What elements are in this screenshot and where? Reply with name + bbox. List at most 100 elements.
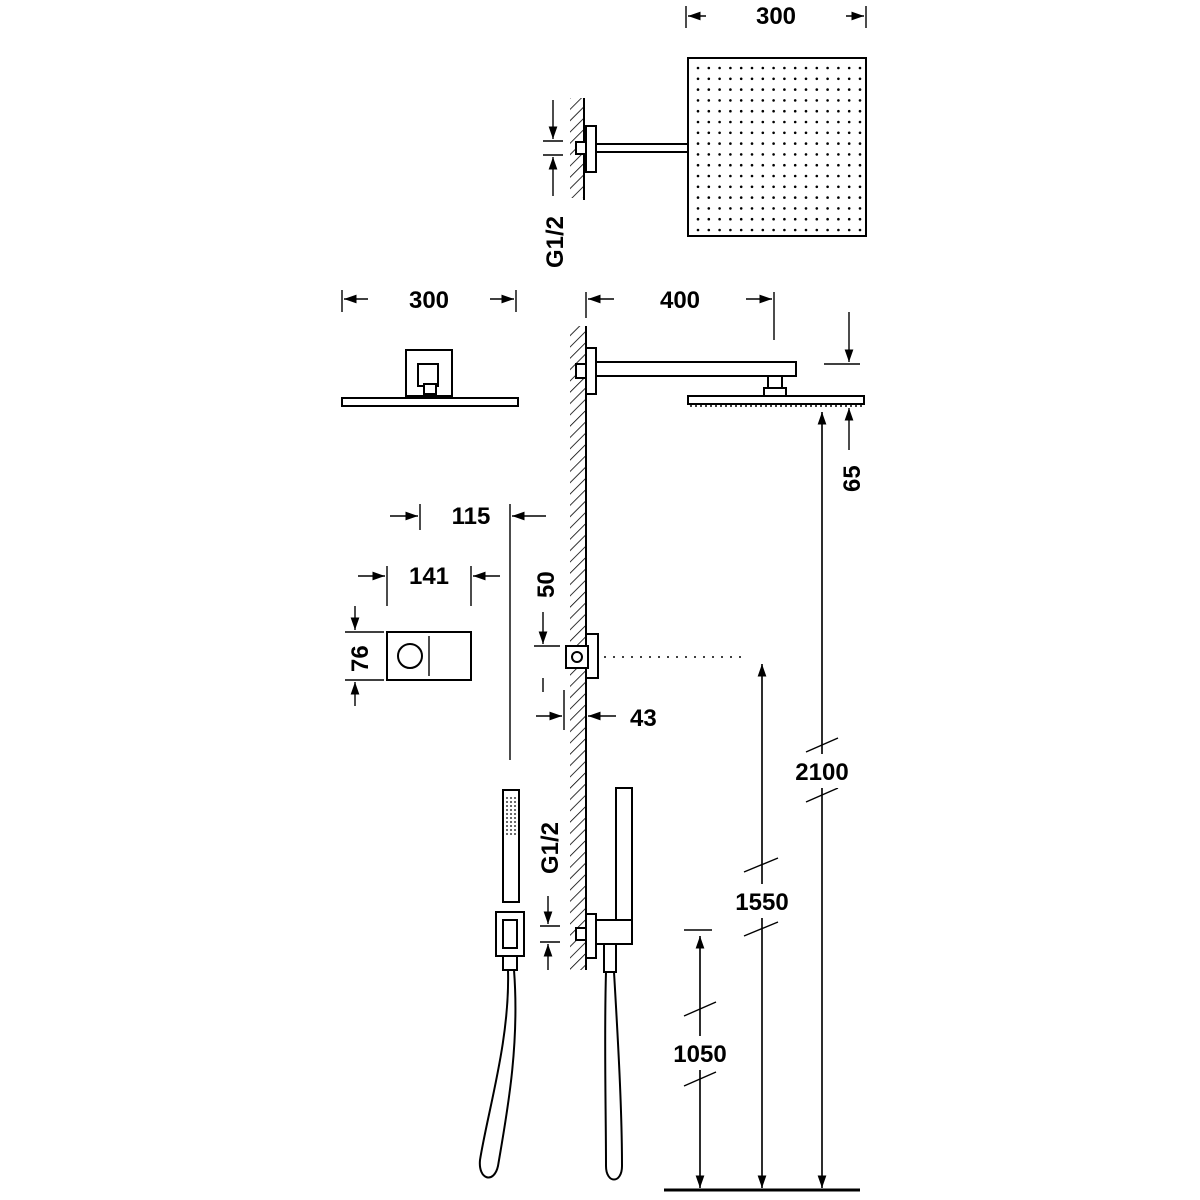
- nozzle-dot: [783, 228, 786, 232]
- nozzle-dot: [718, 142, 721, 145]
- nozzle-dot: [718, 196, 721, 199]
- nozzle-dot: [858, 185, 862, 189]
- nozzle-dot: [847, 131, 851, 135]
- nozzle-dot: [826, 131, 829, 135]
- dim-panel-width: 141: [409, 563, 449, 590]
- nozzle-dot: [696, 174, 700, 178]
- nozzle-dot: [826, 174, 829, 178]
- nozzle-dot: [707, 131, 711, 135]
- nozzle-dot: [696, 153, 700, 156]
- nozzle-dot: [718, 109, 721, 113]
- nozzle-dot: [772, 185, 775, 189]
- nozzle-dot: [707, 66, 711, 70]
- nozzle-dot: [858, 120, 862, 124]
- nozzle-dot: [772, 228, 775, 232]
- nozzle-dot: [729, 153, 732, 156]
- nozzle-dot: [826, 217, 829, 221]
- nozzle-dot: [847, 77, 851, 81]
- nozzle-dot: [837, 163, 840, 167]
- nozzle-dot: [761, 109, 765, 113]
- nozzle-dot: [750, 142, 754, 145]
- dim-panel-depth: 115: [452, 503, 491, 530]
- nozzle-dot: [718, 153, 721, 156]
- nozzle-dot: [718, 185, 721, 189]
- nozzle-dot: [815, 196, 819, 199]
- nozzle-dot: [772, 66, 775, 70]
- hand-nozzle-dot: [506, 813, 508, 815]
- hand-nozzle-dot: [510, 817, 512, 819]
- nozzle-dot: [761, 185, 765, 189]
- nozzle-dot: [793, 77, 797, 81]
- dim-rain-head-width-top: 300: [756, 3, 796, 30]
- nozzle-dot: [739, 77, 743, 81]
- nozzle-dot: [761, 131, 765, 135]
- nozzle-dot: [739, 217, 743, 221]
- nozzle-dot: [739, 228, 743, 232]
- nozzle-dot: [826, 185, 829, 189]
- nozzle-dot: [750, 77, 754, 81]
- nozzle-dot: [804, 207, 808, 210]
- nozzle-dot: [793, 228, 797, 232]
- nozzle-dot: [772, 99, 775, 102]
- nozzle-dot: [826, 228, 829, 232]
- nozzle-dot: [696, 99, 700, 102]
- dim-arm-length: 400: [660, 287, 700, 314]
- nozzle-dot: [804, 77, 808, 81]
- nozzle-dot: [815, 131, 819, 135]
- nozzle-dot: [729, 217, 732, 221]
- hand-nozzle-dot: [514, 813, 516, 815]
- nozzle-dot: [837, 88, 840, 91]
- hand-nozzle-dot: [514, 809, 516, 811]
- dim-height-outlet: 1050: [673, 1041, 726, 1068]
- nozzle-dot: [761, 163, 765, 167]
- nozzle-dot: [804, 142, 808, 145]
- nozzle-dot: [783, 142, 786, 145]
- nozzle-dot: [847, 88, 851, 91]
- valve-body: 50 43: [533, 571, 742, 732]
- dim-height-valve: 1550: [735, 889, 788, 916]
- nozzle-dot: [718, 77, 721, 81]
- nozzle-dot: [815, 163, 819, 167]
- nozzle-dot: [837, 153, 840, 156]
- nozzle-dot: [761, 217, 765, 221]
- hand-nozzle-dot: [514, 805, 516, 807]
- hand-nozzle-dot: [506, 821, 508, 823]
- dim-valve-depth: 43: [630, 705, 657, 732]
- nozzle-dot: [707, 77, 711, 81]
- hand-nozzle-dot: [510, 829, 512, 831]
- nozzle-dot: [837, 142, 840, 145]
- hand-nozzle-dot: [510, 797, 512, 799]
- nozzle-dot: [718, 163, 721, 167]
- nozzle-dot: [793, 66, 797, 70]
- hand-nozzle-dot: [506, 797, 508, 799]
- nozzle-dot: [772, 163, 775, 167]
- hand-nozzle-dot: [506, 801, 508, 803]
- nozzle-dot: [718, 174, 721, 178]
- nozzle-dot: [739, 66, 743, 70]
- hand-nozzle-dot: [514, 825, 516, 827]
- nozzle-dot: [858, 228, 862, 232]
- nozzle-dot: [696, 131, 700, 135]
- nozzle-dot: [707, 185, 711, 189]
- nozzle-dot: [826, 66, 829, 70]
- nozzle-dot: [793, 196, 797, 199]
- nozzle-dot: [847, 185, 851, 189]
- nozzle-dot: [793, 163, 797, 167]
- nozzle-dot: [826, 120, 829, 124]
- hand-nozzle-dot: [506, 825, 508, 827]
- hand-nozzle-dot: [514, 829, 516, 831]
- nozzle-dot: [729, 99, 732, 102]
- nozzle-dot: [772, 77, 775, 81]
- nozzle-dot: [815, 185, 819, 189]
- nozzle-dot: [804, 131, 808, 135]
- dim-inlet-top: G1/2: [542, 216, 569, 268]
- nozzle-dot: [739, 131, 743, 135]
- nozzle-dot: [696, 207, 700, 210]
- nozzle-dot: [729, 196, 732, 199]
- nozzle-dot: [718, 66, 721, 70]
- nozzle-dot: [739, 207, 743, 210]
- nozzle-dot: [761, 228, 765, 232]
- nozzle-dot: [729, 174, 732, 178]
- nozzle-dot: [783, 66, 786, 70]
